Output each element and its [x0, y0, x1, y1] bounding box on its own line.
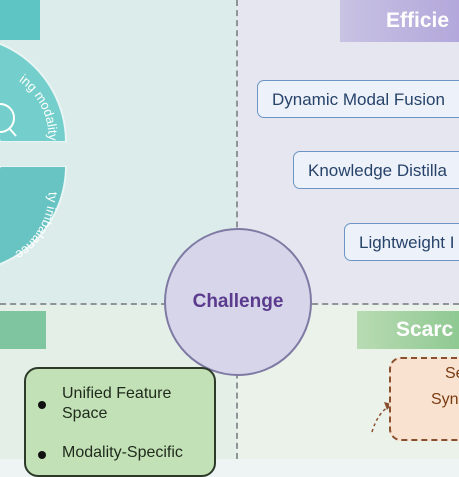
- banner-efficiency: Efficie: [340, 0, 459, 42]
- banner-efficiency-label: Efficie: [386, 9, 450, 32]
- banner-scarcity-label: Scarc: [396, 318, 454, 341]
- pill-lightweight: Lightweight I: [344, 223, 459, 261]
- box-line-2: Syn: [431, 391, 459, 408]
- pill-dynamic-modal-fusion: Dynamic Modal Fusion: [257, 80, 459, 118]
- banner-scarcity: Scarc: [357, 311, 459, 349]
- bullet-icon: [38, 401, 46, 409]
- challenge-label: Challenge: [192, 291, 284, 312]
- banner-top-left: [0, 0, 40, 40]
- bullet-icon: [38, 451, 46, 459]
- banner-bottom-left: [0, 311, 46, 349]
- method-list-box: Unified Feature Space Modality-Specific: [24, 367, 216, 477]
- pill-knowledge-distillation: Knowledge Distilla: [293, 151, 459, 189]
- challenge-circle: Challenge: [164, 228, 312, 376]
- list-item-unified-feature-space: Unified Feature Space: [62, 385, 172, 422]
- list-item-modality-specific: Modality-Specific: [62, 444, 183, 461]
- synthetic-data-box: Se Syn: [389, 357, 459, 441]
- box-line-1: Se: [445, 365, 459, 382]
